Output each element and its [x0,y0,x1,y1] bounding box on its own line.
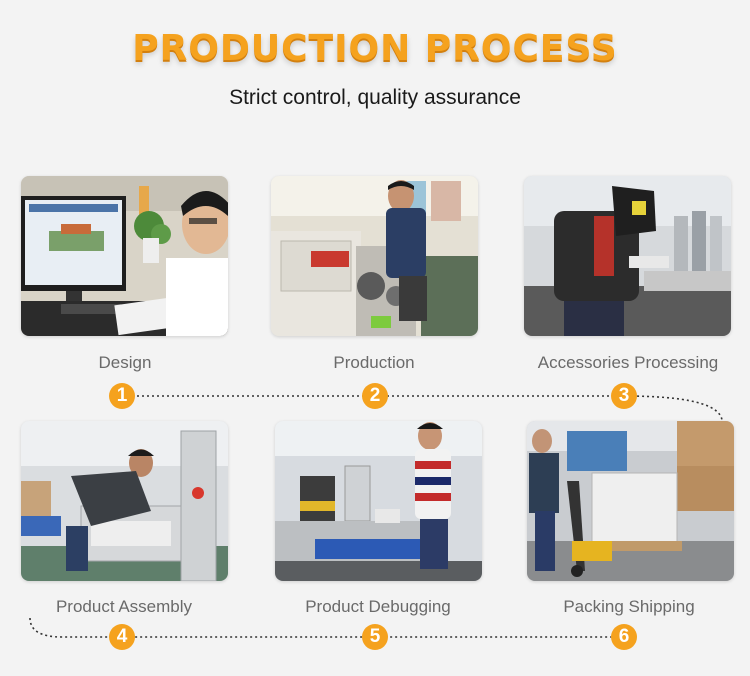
step-label-3: Accessories Processing [537,353,719,372]
step-label-4: Product Assembly [55,597,193,616]
step-label-1: Design [98,353,152,372]
step-label-5: Product Debugging [305,597,451,616]
packing-shipping-photo [527,421,734,581]
production-photo [271,176,478,336]
page-subtitle: Strict control, quality assurance [229,86,521,109]
accessories-processing-photo [524,176,731,336]
page-title: PRODUCTION PROCESS [132,28,618,69]
step-number-6: 6 [611,624,637,650]
step-number-1: 1 [109,383,135,409]
product-assembly-photo [21,421,228,581]
step-number-4: 4 [109,624,135,650]
step-number-2: 2 [362,383,388,409]
design-photo [21,176,228,336]
step-number-3: 3 [611,383,637,409]
product-debugging-photo [275,421,482,581]
step-number-5: 5 [362,624,388,650]
step-label-2: Production [333,353,415,372]
step-label-6: Packing Shipping [563,597,695,616]
